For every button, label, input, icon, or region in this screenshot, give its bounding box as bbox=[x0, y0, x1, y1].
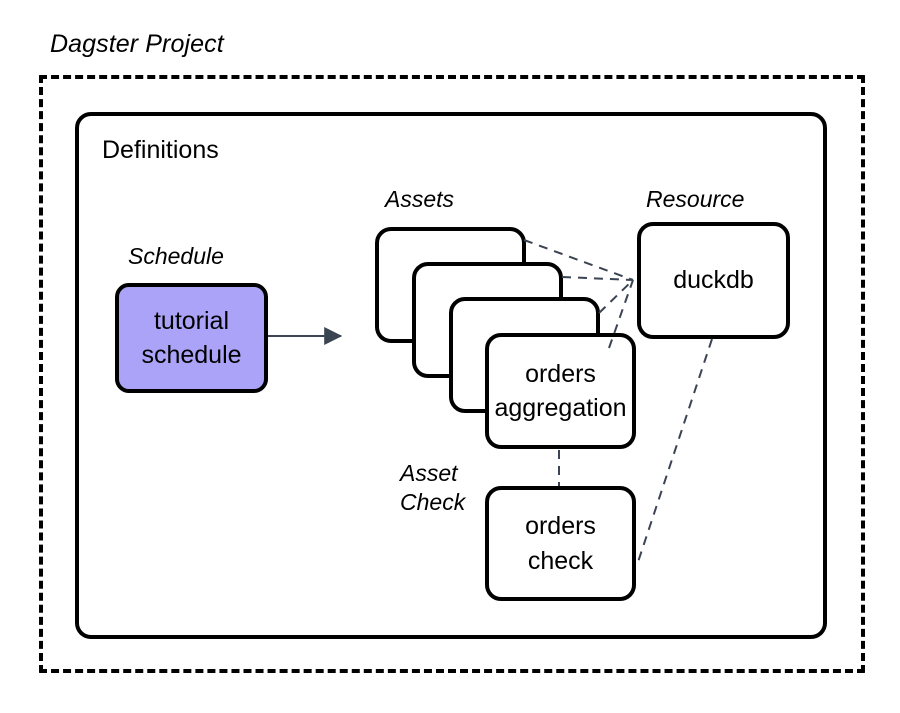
definitions-container bbox=[75, 112, 827, 639]
node-orders-aggregation-line1: orders bbox=[525, 359, 596, 388]
node-orders-check[interactable]: orders check bbox=[485, 486, 636, 601]
node-tutorial-schedule-line1: tutorial bbox=[153, 306, 230, 335]
asset-check-label-line1: Asset bbox=[400, 460, 458, 486]
node-duckdb[interactable]: duckdb bbox=[637, 222, 790, 339]
node-orders-check-line1: orders bbox=[525, 512, 596, 540]
asset-check-label-line2: Check bbox=[400, 489, 466, 516]
node-orders-check-line2: check bbox=[527, 546, 594, 575]
node-orders-aggregation-line2: aggregation bbox=[494, 394, 627, 422]
project-boundary bbox=[39, 75, 865, 673]
schedule-group-label: Schedule bbox=[128, 243, 224, 269]
project-title: Dagster Project bbox=[50, 30, 224, 58]
resource-group-label: Resource bbox=[646, 186, 745, 212]
assets-group-label: Assets bbox=[385, 186, 455, 212]
node-tutorial-schedule[interactable]: tutorial schedule bbox=[115, 283, 268, 393]
node-duckdb-line1: duckdb bbox=[673, 266, 754, 295]
definitions-label: Definitions bbox=[102, 136, 219, 164]
node-orders-aggregation[interactable]: orders aggregation bbox=[485, 333, 636, 449]
node-tutorial-schedule-line2: schedule bbox=[141, 341, 242, 369]
